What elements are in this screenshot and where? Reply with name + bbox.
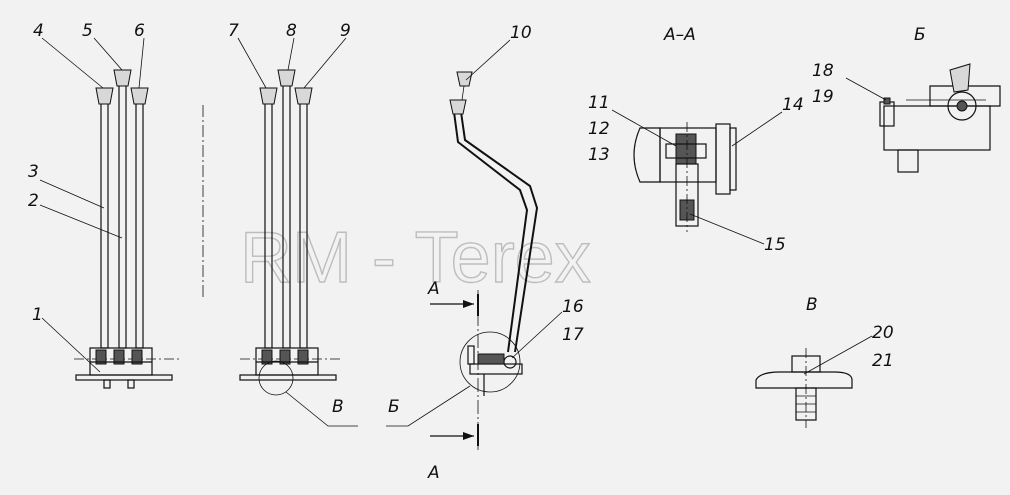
view-b-title: Б	[914, 25, 926, 45]
callout-17: 17	[562, 325, 584, 345]
view-v	[755, 348, 853, 428]
callout-18: 18	[812, 61, 834, 81]
callout-14: 14	[782, 95, 804, 115]
callout-4: 4	[33, 21, 44, 41]
callout-6: 6	[134, 21, 145, 41]
section-mark-bottom: А	[427, 463, 440, 483]
callout-8: 8	[286, 21, 297, 41]
callout-11: 11	[588, 93, 610, 113]
callouts: 4 5 6 3 2 1 7 8 9 10 11 12 13 14 15 16 1…	[28, 21, 894, 371]
callout-20: 20	[872, 323, 894, 343]
leader-lines	[39, 37, 887, 427]
callout-1: 1	[32, 305, 43, 325]
callout-21: 21	[872, 351, 894, 371]
view-v-title: В	[806, 295, 818, 315]
callout-15: 15	[764, 235, 786, 255]
detail-circle-v	[258, 360, 294, 396]
ref-v: В	[332, 397, 344, 417]
view-labels: А–А Б В А А В Б	[332, 25, 926, 483]
lever-assembly-front	[74, 69, 180, 389]
callout-9: 9	[340, 21, 351, 41]
callout-13: 13	[588, 145, 610, 165]
callout-2: 2	[28, 191, 39, 211]
callout-19: 19	[812, 87, 834, 107]
view-b	[879, 63, 1001, 173]
section-aa-title: А–А	[663, 25, 696, 45]
callout-3: 3	[28, 162, 39, 182]
detail-circle-b	[459, 331, 521, 393]
callout-7: 7	[228, 21, 239, 41]
section-aa	[633, 122, 737, 232]
bent-lever	[430, 71, 539, 450]
callout-5: 5	[82, 21, 93, 41]
callout-10: 10	[510, 23, 532, 43]
section-mark-top: А	[427, 279, 440, 299]
lever-assembly-side	[202, 69, 340, 396]
callout-12: 12	[588, 119, 610, 139]
callout-16: 16	[562, 297, 584, 317]
ref-b: Б	[388, 397, 400, 417]
watermark: RM - Terex	[240, 218, 591, 298]
